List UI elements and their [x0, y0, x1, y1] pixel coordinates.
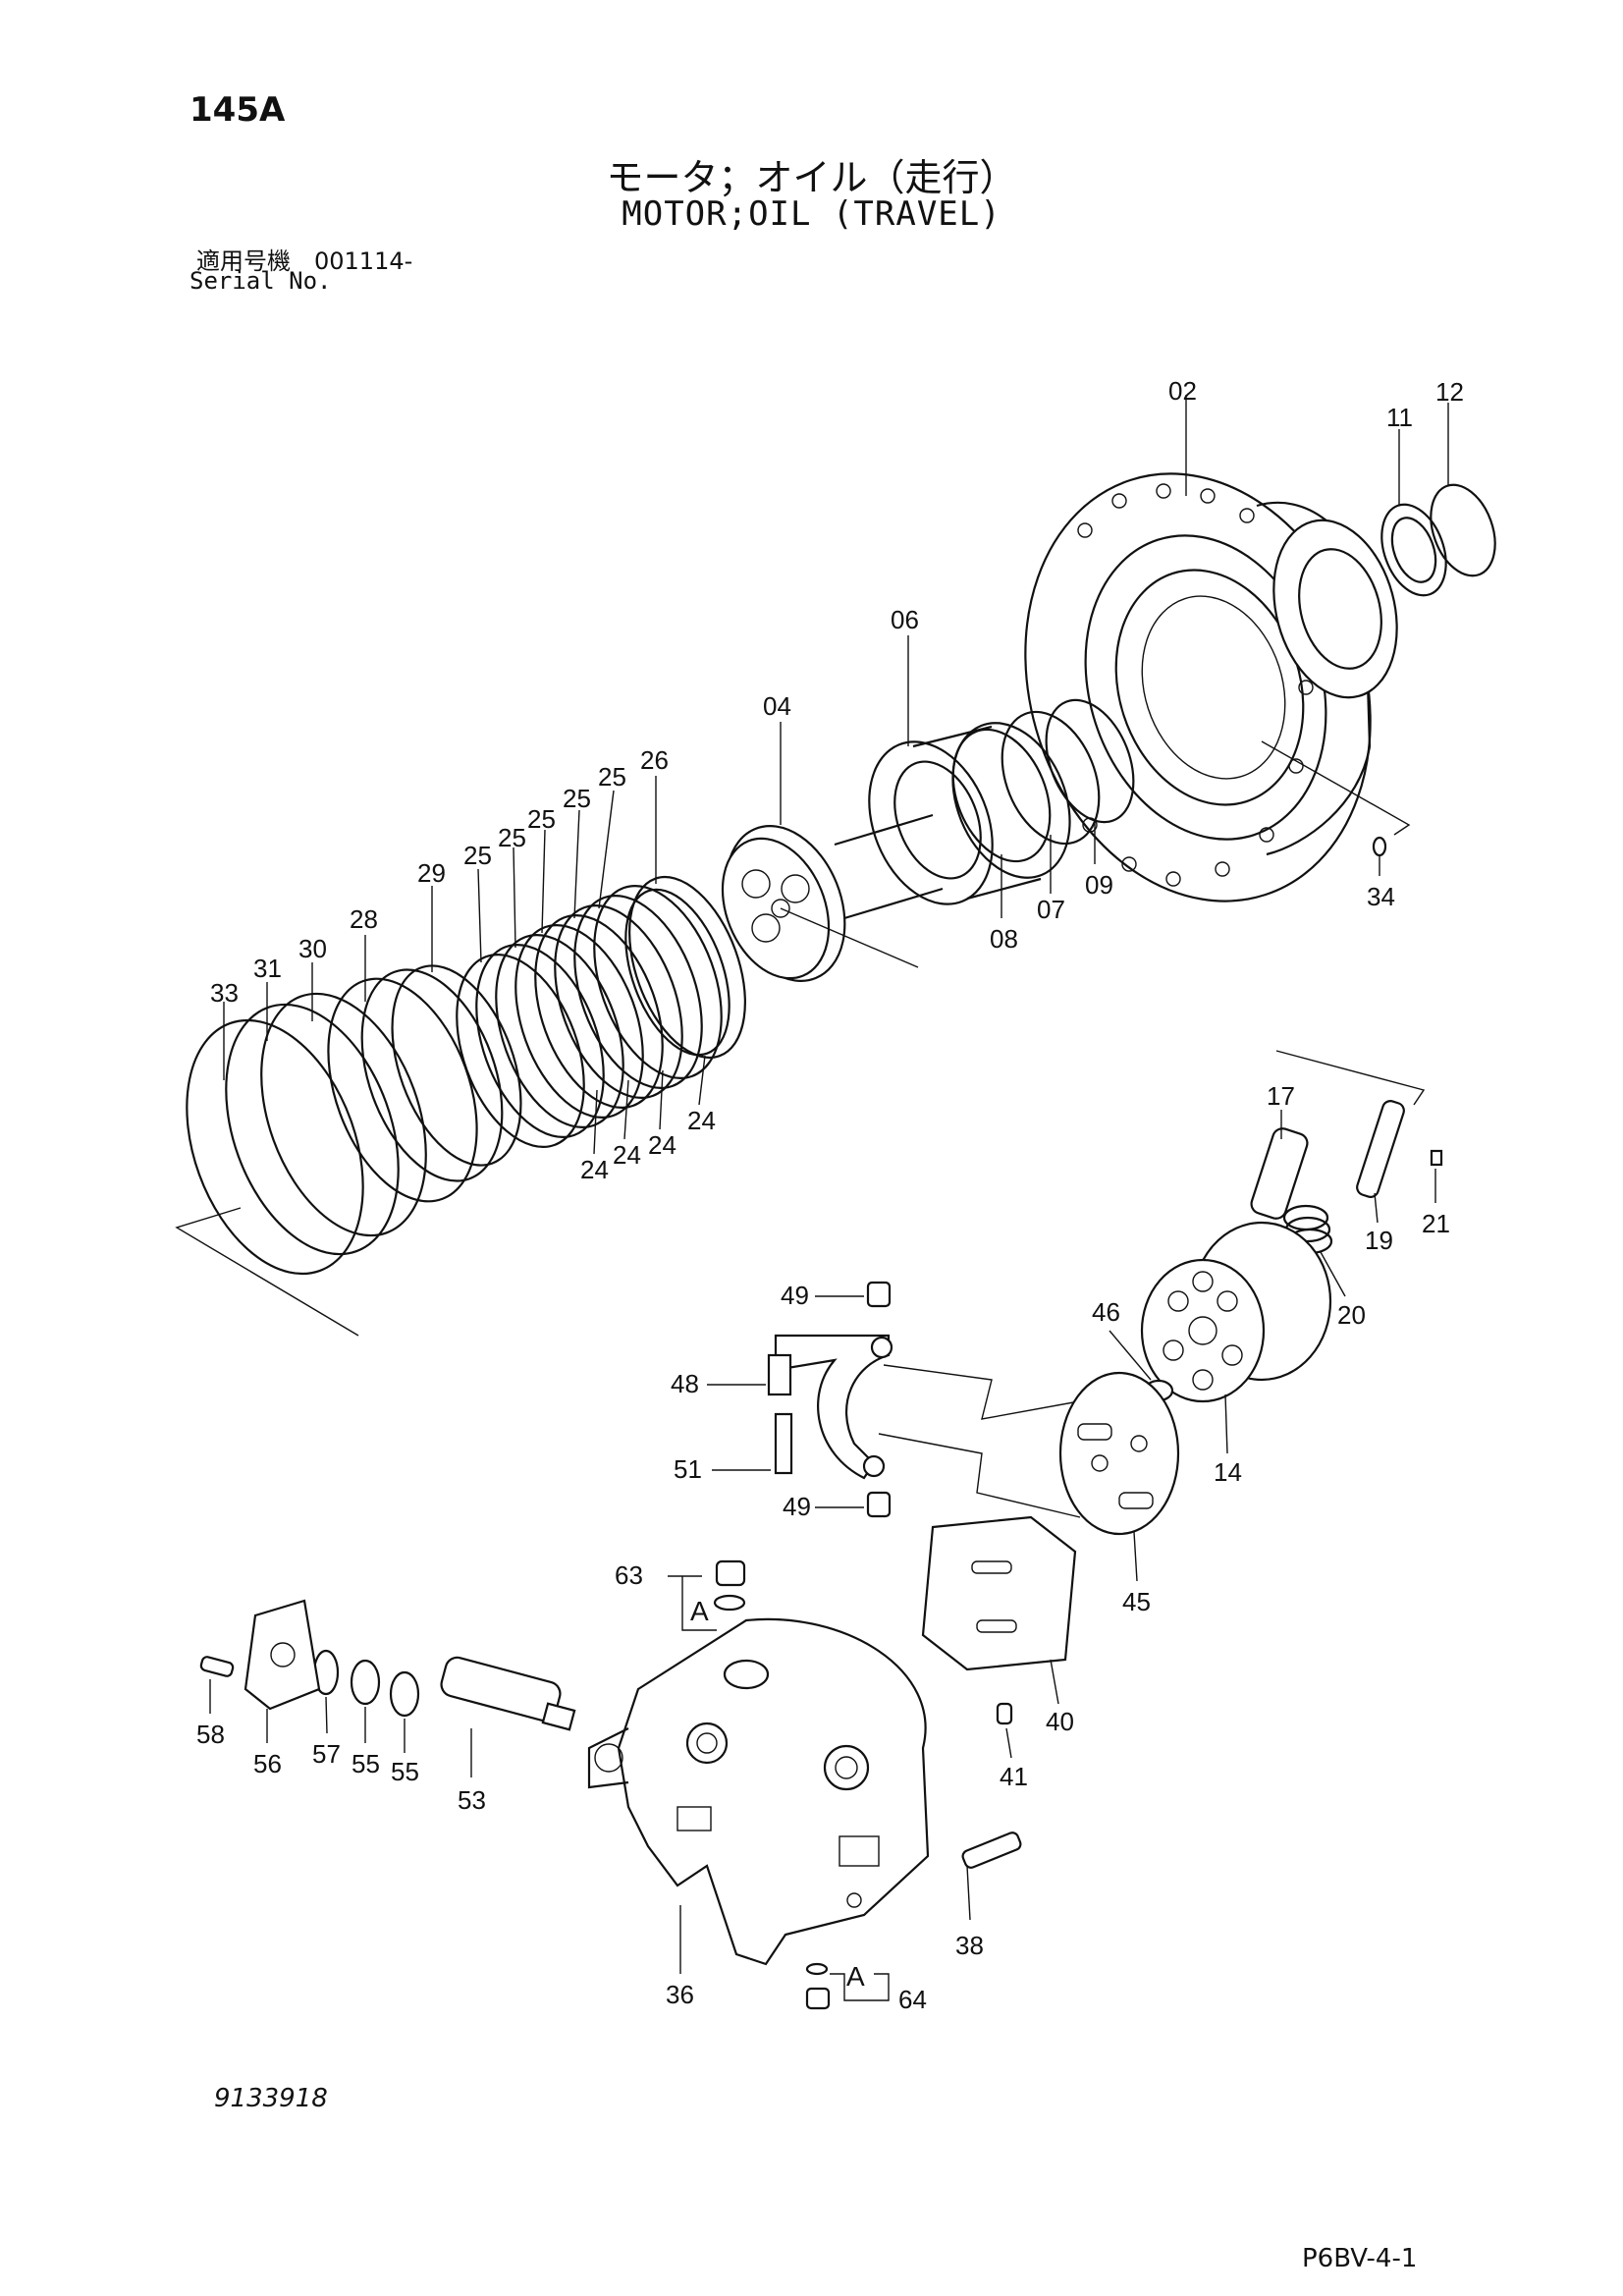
label-19: 19: [1365, 1226, 1393, 1255]
label-25c: 25: [527, 804, 556, 834]
piston-and-rings-drawing: [186, 964, 522, 1276]
label-02: 02: [1168, 376, 1197, 406]
sheet-code: P6BV-4-1: [1302, 2244, 1418, 2273]
label-41: 41: [1000, 1762, 1028, 1791]
serial-label-english: Serial No.: [189, 267, 332, 295]
label-63: 63: [615, 1560, 643, 1590]
label-28: 28: [350, 904, 378, 934]
bolt-38: [961, 1831, 1022, 1869]
label-11: 11: [1386, 403, 1413, 432]
label-40: 40: [1046, 1707, 1074, 1736]
title-english: MOTOR;OIL (TRAVEL): [622, 194, 1001, 234]
label-04: 04: [763, 691, 791, 721]
label-25b: 25: [563, 784, 591, 813]
label-17: 17: [1267, 1081, 1295, 1111]
label-48: 48: [671, 1369, 699, 1398]
label-21: 21: [1422, 1209, 1450, 1238]
label-45: 45: [1122, 1587, 1151, 1616]
label-24c: 24: [613, 1140, 641, 1170]
label-14: 14: [1214, 1457, 1242, 1487]
label-20: 20: [1337, 1300, 1366, 1330]
label-07: 07: [1037, 895, 1065, 924]
bolt-51: [774, 1412, 793, 1475]
label-49b: 49: [783, 1492, 811, 1521]
label-30: 30: [298, 934, 327, 963]
label-24d: 24: [580, 1155, 609, 1184]
label-57: 57: [312, 1739, 341, 1769]
ring-55-b: [350, 1659, 381, 1706]
label-55a: 55: [391, 1757, 419, 1786]
snap-ring-12-drawing: [1430, 483, 1496, 577]
title-japanese: モータ；オイル（走行）: [606, 156, 1017, 199]
label-49a: 49: [781, 1281, 809, 1310]
drawing-number: 9133918: [214, 2084, 328, 2113]
hub-housing-drawing: [1024, 472, 1398, 902]
valve-19-drawing: [1356, 1100, 1405, 1198]
seal-11-drawing: [1380, 503, 1447, 597]
label-26: 26: [640, 745, 669, 775]
piston-17-drawing: [1250, 1127, 1309, 1220]
label-51: 51: [674, 1454, 702, 1484]
motor-casing-36-drawing: [587, 1617, 930, 1966]
bolt-58: [199, 1656, 235, 1677]
label-25a: 25: [598, 762, 626, 792]
label-33: 33: [210, 978, 239, 1008]
bolt-49-bottom: [866, 1491, 892, 1518]
shaft-gear-04-drawing: [721, 813, 944, 982]
serial-label-japanese: 適用号機 001114-: [196, 247, 413, 275]
label-24a: 24: [687, 1106, 716, 1135]
mark-a-upper: A: [690, 1596, 709, 1626]
cylinder-block-14-drawing: [1140, 1221, 1332, 1403]
flange-56-drawing: [243, 1599, 321, 1711]
plug-63: [715, 1559, 746, 1587]
label-12: 12: [1435, 377, 1464, 407]
label-31: 31: [253, 954, 282, 983]
label-55b: 55: [352, 1749, 380, 1778]
label-09: 09: [1085, 870, 1113, 900]
label-06: 06: [891, 605, 919, 634]
bearing-set-drawing: [951, 698, 1135, 863]
label-58: 58: [196, 1720, 225, 1749]
label-24b: 24: [648, 1130, 676, 1160]
label-53: 53: [458, 1785, 486, 1815]
pin-41: [996, 1702, 1013, 1725]
label-56: 56: [253, 1749, 282, 1778]
label-25e: 25: [463, 841, 492, 870]
mark-a-lower: A: [846, 1961, 865, 1992]
page-number: 145A: [189, 90, 286, 130]
valve-plate-45-drawing: [1058, 1371, 1180, 1536]
ring-55-a: [389, 1670, 420, 1718]
support-48-drawing: [767, 1334, 893, 1480]
label-34: 34: [1367, 882, 1395, 911]
label-36: 36: [666, 1980, 694, 2009]
label-64: 64: [898, 1985, 927, 2014]
label-38: 38: [955, 1931, 984, 1960]
label-25d: 25: [498, 823, 526, 852]
plate-40-drawing: [921, 1515, 1077, 1671]
label-29: 29: [417, 858, 446, 888]
plug-64: [805, 1987, 831, 2010]
shaft-53-drawing: [440, 1656, 576, 1731]
brake-plate-stack-drawing: [456, 875, 746, 1148]
bolt-49-top: [866, 1281, 892, 1308]
label-08: 08: [990, 924, 1018, 954]
label-46: 46: [1092, 1297, 1120, 1327]
